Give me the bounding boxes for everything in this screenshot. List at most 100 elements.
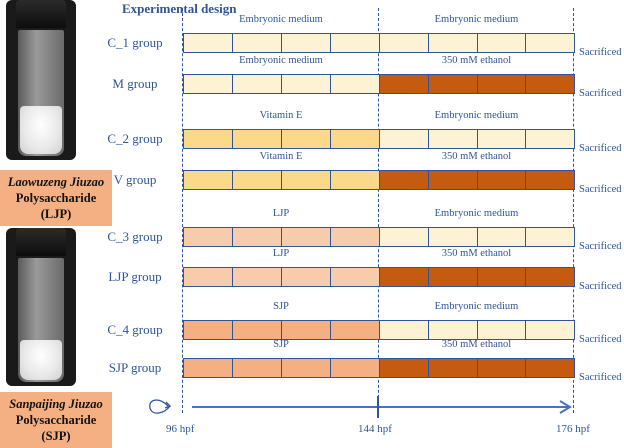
bar-cell [427, 75, 477, 93]
bar-cell [525, 228, 574, 246]
first-phase-label: Embryonic medium [239, 55, 323, 66]
bar-cell [476, 268, 526, 286]
bar-cell [427, 171, 477, 189]
group-label: LJP group [108, 269, 162, 284]
bar-cell [476, 130, 526, 148]
ljp-vial-photo [6, 0, 76, 160]
bar-cell [525, 75, 574, 93]
bar-cell [330, 171, 379, 189]
loop-arrow-head-icon [164, 401, 172, 409]
bar-cell [330, 34, 379, 52]
bar-cell [281, 359, 330, 377]
first-phase-bar [183, 129, 380, 149]
sacrificed-label: Sacrificed [579, 184, 622, 195]
sjp-caption: Sanpaijing Jiuzao Polysaccharide (SJP) [0, 392, 112, 448]
sjp-type: Polysaccharide [15, 413, 97, 427]
bar-cell [380, 359, 428, 377]
timeline-arrowhead-icon [559, 400, 572, 414]
first-phase-bar [183, 33, 380, 53]
bar-cell [427, 130, 477, 148]
tick-176: 176 hpf [556, 423, 590, 435]
group-label: M group [112, 76, 158, 91]
group-label: SJP group [108, 360, 162, 375]
bar-cell [184, 228, 232, 246]
bar-cell [427, 34, 477, 52]
bar-cell [184, 359, 232, 377]
sjp-name: Sanpaijing Jiuzao [9, 397, 103, 411]
loop-arrow-icon [149, 399, 171, 414]
timepoint-line-96 [182, 8, 183, 413]
group-label: C_2 group [107, 131, 163, 146]
sjp-vial-photo [6, 228, 76, 386]
bar-cell [232, 75, 281, 93]
bar-cell [380, 321, 428, 339]
bar-cell [380, 171, 428, 189]
bar-cell [232, 359, 281, 377]
bar-cell [476, 359, 526, 377]
bar-cell [184, 75, 232, 93]
bar-cell [281, 130, 330, 148]
bar-cell [232, 268, 281, 286]
ljp-name: Laowuzeng Jiuzao [7, 175, 105, 189]
bar-cell [525, 321, 574, 339]
bar-cell [476, 228, 526, 246]
bar-cell [525, 268, 574, 286]
bar-cell [281, 75, 330, 93]
bar-cell [184, 321, 232, 339]
bar-cell [330, 268, 379, 286]
bar-cell [525, 130, 574, 148]
group-label: V group [113, 172, 157, 187]
bar-cell [281, 171, 330, 189]
second-phase-label: 350 mM ethanol [441, 339, 512, 350]
timepoint-line-176 [573, 8, 574, 413]
second-phase-bar [379, 227, 575, 247]
first-phase-label: SJP [273, 339, 289, 350]
first-phase-label: LJP [272, 248, 290, 259]
bar-cell [184, 130, 232, 148]
second-phase-label: 350 mM ethanol [441, 151, 512, 162]
first-phase-label: Embryonic medium [239, 14, 323, 25]
bar-cell [232, 228, 281, 246]
second-phase-bar [379, 33, 575, 53]
bar-cell [330, 228, 379, 246]
group-label: C_1 group [107, 35, 163, 50]
bar-cell [525, 359, 574, 377]
second-phase-label: Embryonic medium [434, 14, 519, 25]
bar-cell [184, 34, 232, 52]
timepoint-line-144 [378, 8, 379, 413]
first-phase-bar [183, 267, 380, 287]
bar-cell [380, 130, 428, 148]
bar-cell [330, 75, 379, 93]
diagram-title: Experimental design [122, 1, 237, 16]
sjp-abbr: (SJP) [41, 429, 71, 443]
second-phase-label: Embryonic medium [434, 301, 519, 312]
first-phase-bar [183, 320, 380, 340]
sacrificed-label: Sacrificed [579, 372, 622, 383]
bar-cell [281, 34, 330, 52]
bar-cell [525, 171, 574, 189]
bar-cell [427, 268, 477, 286]
bar-cell [476, 321, 526, 339]
bar-cell [330, 130, 379, 148]
bar-cell [427, 321, 477, 339]
sacrificed-label: Sacrificed [579, 88, 622, 99]
bar-cell [281, 228, 330, 246]
tick-96: 96 hpf [166, 423, 195, 435]
bar-cell [184, 171, 232, 189]
bar-cell [184, 268, 232, 286]
tick-144: 144 hpf [358, 423, 392, 435]
second-phase-bar [379, 358, 575, 378]
bar-cell [525, 34, 574, 52]
bar-cell [380, 268, 428, 286]
second-phase-bar [379, 74, 575, 94]
bar-cell [380, 34, 428, 52]
first-phase-label: SJP [273, 301, 289, 312]
bar-cell [330, 321, 379, 339]
first-phase-bar [183, 74, 380, 94]
ljp-abbr: (LJP) [40, 207, 72, 221]
ljp-caption: Laowuzeng Jiuzao Polysaccharide (LJP) [0, 170, 112, 226]
bar-cell [476, 171, 526, 189]
sacrificed-label: Sacrificed [579, 334, 622, 345]
bar-cell [476, 75, 526, 93]
first-phase-label: Vitamin E [259, 110, 303, 121]
